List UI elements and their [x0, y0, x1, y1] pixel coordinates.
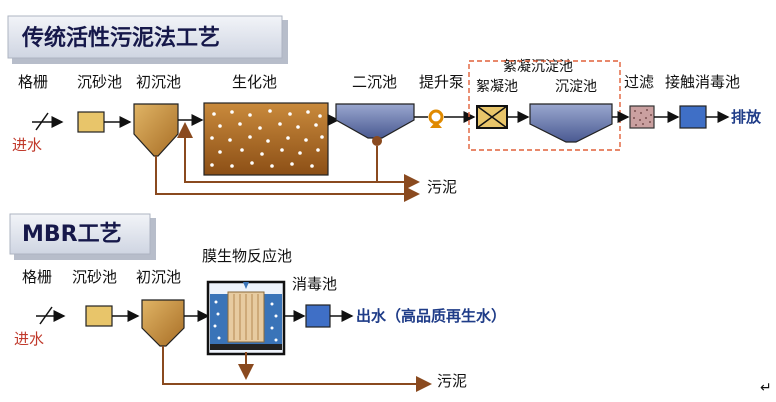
sedimentation-tank: [529, 103, 613, 143]
sludge-return-lines-1: [155, 122, 420, 202]
label-grit-2: 沉砂池: [72, 268, 117, 286]
grit-chamber-1: [77, 111, 105, 133]
label-pump: 提升泵: [419, 73, 464, 91]
label-floc: 絮凝池: [476, 78, 518, 95]
mbr-title: MBR工艺: [22, 221, 122, 247]
label-outflow: 出水（高品质再生水）: [356, 307, 506, 325]
primary-clarifier-1: [133, 103, 179, 157]
label-disinfection: 消毒池: [292, 275, 337, 293]
pump-icon: [428, 109, 444, 128]
label-inflow-1: 进水: [12, 136, 42, 154]
sludge-lines-2: [162, 346, 432, 392]
mbr-title-box: MBR工艺: [9, 213, 156, 260]
label-bio: 生化池: [232, 73, 277, 91]
return-mark: ↵: [760, 380, 772, 396]
contact-disinfection-tank: [679, 105, 707, 129]
label-membrane: 膜生物反应池: [202, 247, 292, 265]
label-grit-1: 沉砂池: [77, 73, 122, 91]
coag-group-box: [468, 60, 621, 151]
label-coag-group: 絮凝沉淀池: [503, 58, 573, 75]
grit-chamber-2: [85, 305, 113, 327]
label-inflow-2: 进水: [14, 330, 44, 348]
label-screen-1: 格栅: [18, 73, 48, 91]
flocculation-tank: [476, 105, 508, 129]
label-primary-1: 初沉池: [136, 73, 181, 91]
label-sludge-2: 污泥: [437, 372, 467, 390]
membrane-bioreactor: [206, 280, 286, 356]
label-sediment: 沉淀池: [555, 79, 597, 95]
filter-unit: [629, 105, 655, 129]
label-screen-2: 格栅: [22, 268, 52, 286]
screen-2-symbol: [36, 306, 66, 325]
label-secondary: 二沉池: [352, 73, 397, 91]
screen-1-symbol: [32, 112, 64, 131]
traditional-title-box: 传统活性污泥法工艺: [7, 15, 288, 64]
traditional-title: 传统活性污泥法工艺: [21, 25, 220, 51]
label-primary-2: 初沉池: [136, 268, 181, 286]
label-contact: 接触消毒池: [665, 73, 740, 91]
secondary-clarifier: [335, 103, 415, 139]
bio-tank: [203, 102, 329, 176]
label-discharge: 排放: [731, 108, 762, 126]
label-filter: 过滤: [624, 73, 654, 91]
label-sludge-1: 污泥: [427, 178, 457, 196]
disinfection-tank-2: [305, 304, 331, 328]
primary-clarifier-2: [141, 299, 185, 347]
sludge-outlet: [372, 136, 382, 146]
